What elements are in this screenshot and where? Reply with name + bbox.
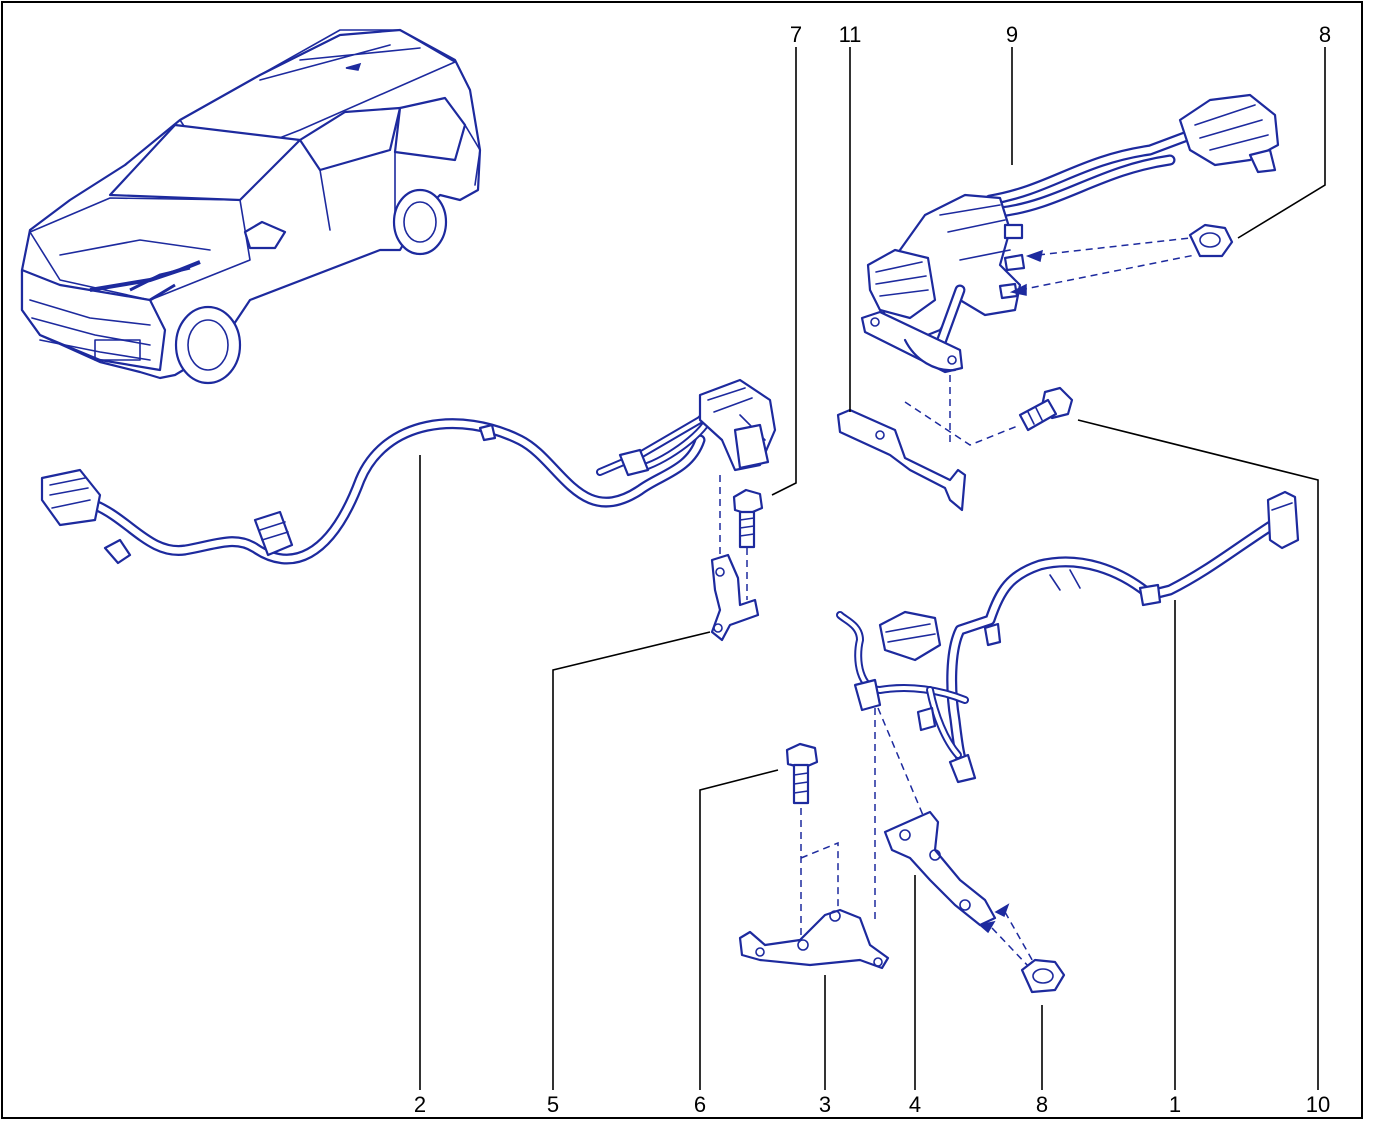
assembly-line-8b-1	[1004, 911, 1036, 966]
assembly-line-4	[877, 707, 926, 821]
leader-7	[771, 47, 797, 496]
arrow-marker	[978, 920, 996, 934]
diagram-frame	[1, 1, 1363, 1119]
assembly-line-11	[904, 401, 1021, 446]
leader-6	[699, 769, 779, 1090]
assembly-line-6b	[800, 841, 839, 915]
part-11-bracket	[836, 408, 967, 512]
part-8-nut-lower	[1020, 958, 1066, 994]
callout-3: 3	[819, 1092, 831, 1117]
assembly-line-8a-2	[1019, 254, 1196, 291]
callout-8-lower: 8	[1036, 1092, 1048, 1117]
assembly-line-8a-1	[1037, 237, 1191, 256]
part-9-junction-assembly	[860, 93, 1280, 374]
callout-2: 2	[414, 1092, 426, 1117]
leader-10	[1077, 419, 1319, 1090]
callout-labels: 2 5 6 3 4 8 1 10 7 11 9 8	[414, 22, 1331, 1117]
leader-5	[552, 631, 711, 1090]
leader-8-upper	[1237, 47, 1326, 239]
callout-9: 9	[1006, 22, 1018, 47]
callout-7: 7	[790, 22, 802, 47]
callout-6: 6	[694, 1092, 706, 1117]
part-1-harness	[836, 490, 1300, 784]
leader-lines	[419, 47, 1326, 1090]
part-2-harness	[40, 378, 777, 565]
part-10-bolt	[1018, 386, 1074, 432]
part-7-bolt	[732, 488, 764, 549]
callout-11: 11	[839, 22, 862, 47]
arrow-marker	[1009, 283, 1027, 296]
part-6-bolt	[785, 742, 819, 805]
part-5-bracket	[710, 553, 760, 642]
arrow-marker	[1025, 249, 1043, 263]
callout-1: 1	[1169, 1092, 1181, 1117]
part-3-bracket	[738, 908, 890, 970]
vehicle-overview-illustration	[20, 28, 482, 385]
callout-5: 5	[547, 1092, 559, 1117]
part-4-bracket	[883, 810, 997, 927]
part-8-nut-upper	[1188, 223, 1234, 258]
callout-8-upper: 8	[1319, 22, 1331, 47]
callout-4: 4	[909, 1092, 921, 1117]
callout-10: 10	[1306, 1092, 1330, 1117]
assembly-line-8b-2	[991, 927, 1031, 969]
